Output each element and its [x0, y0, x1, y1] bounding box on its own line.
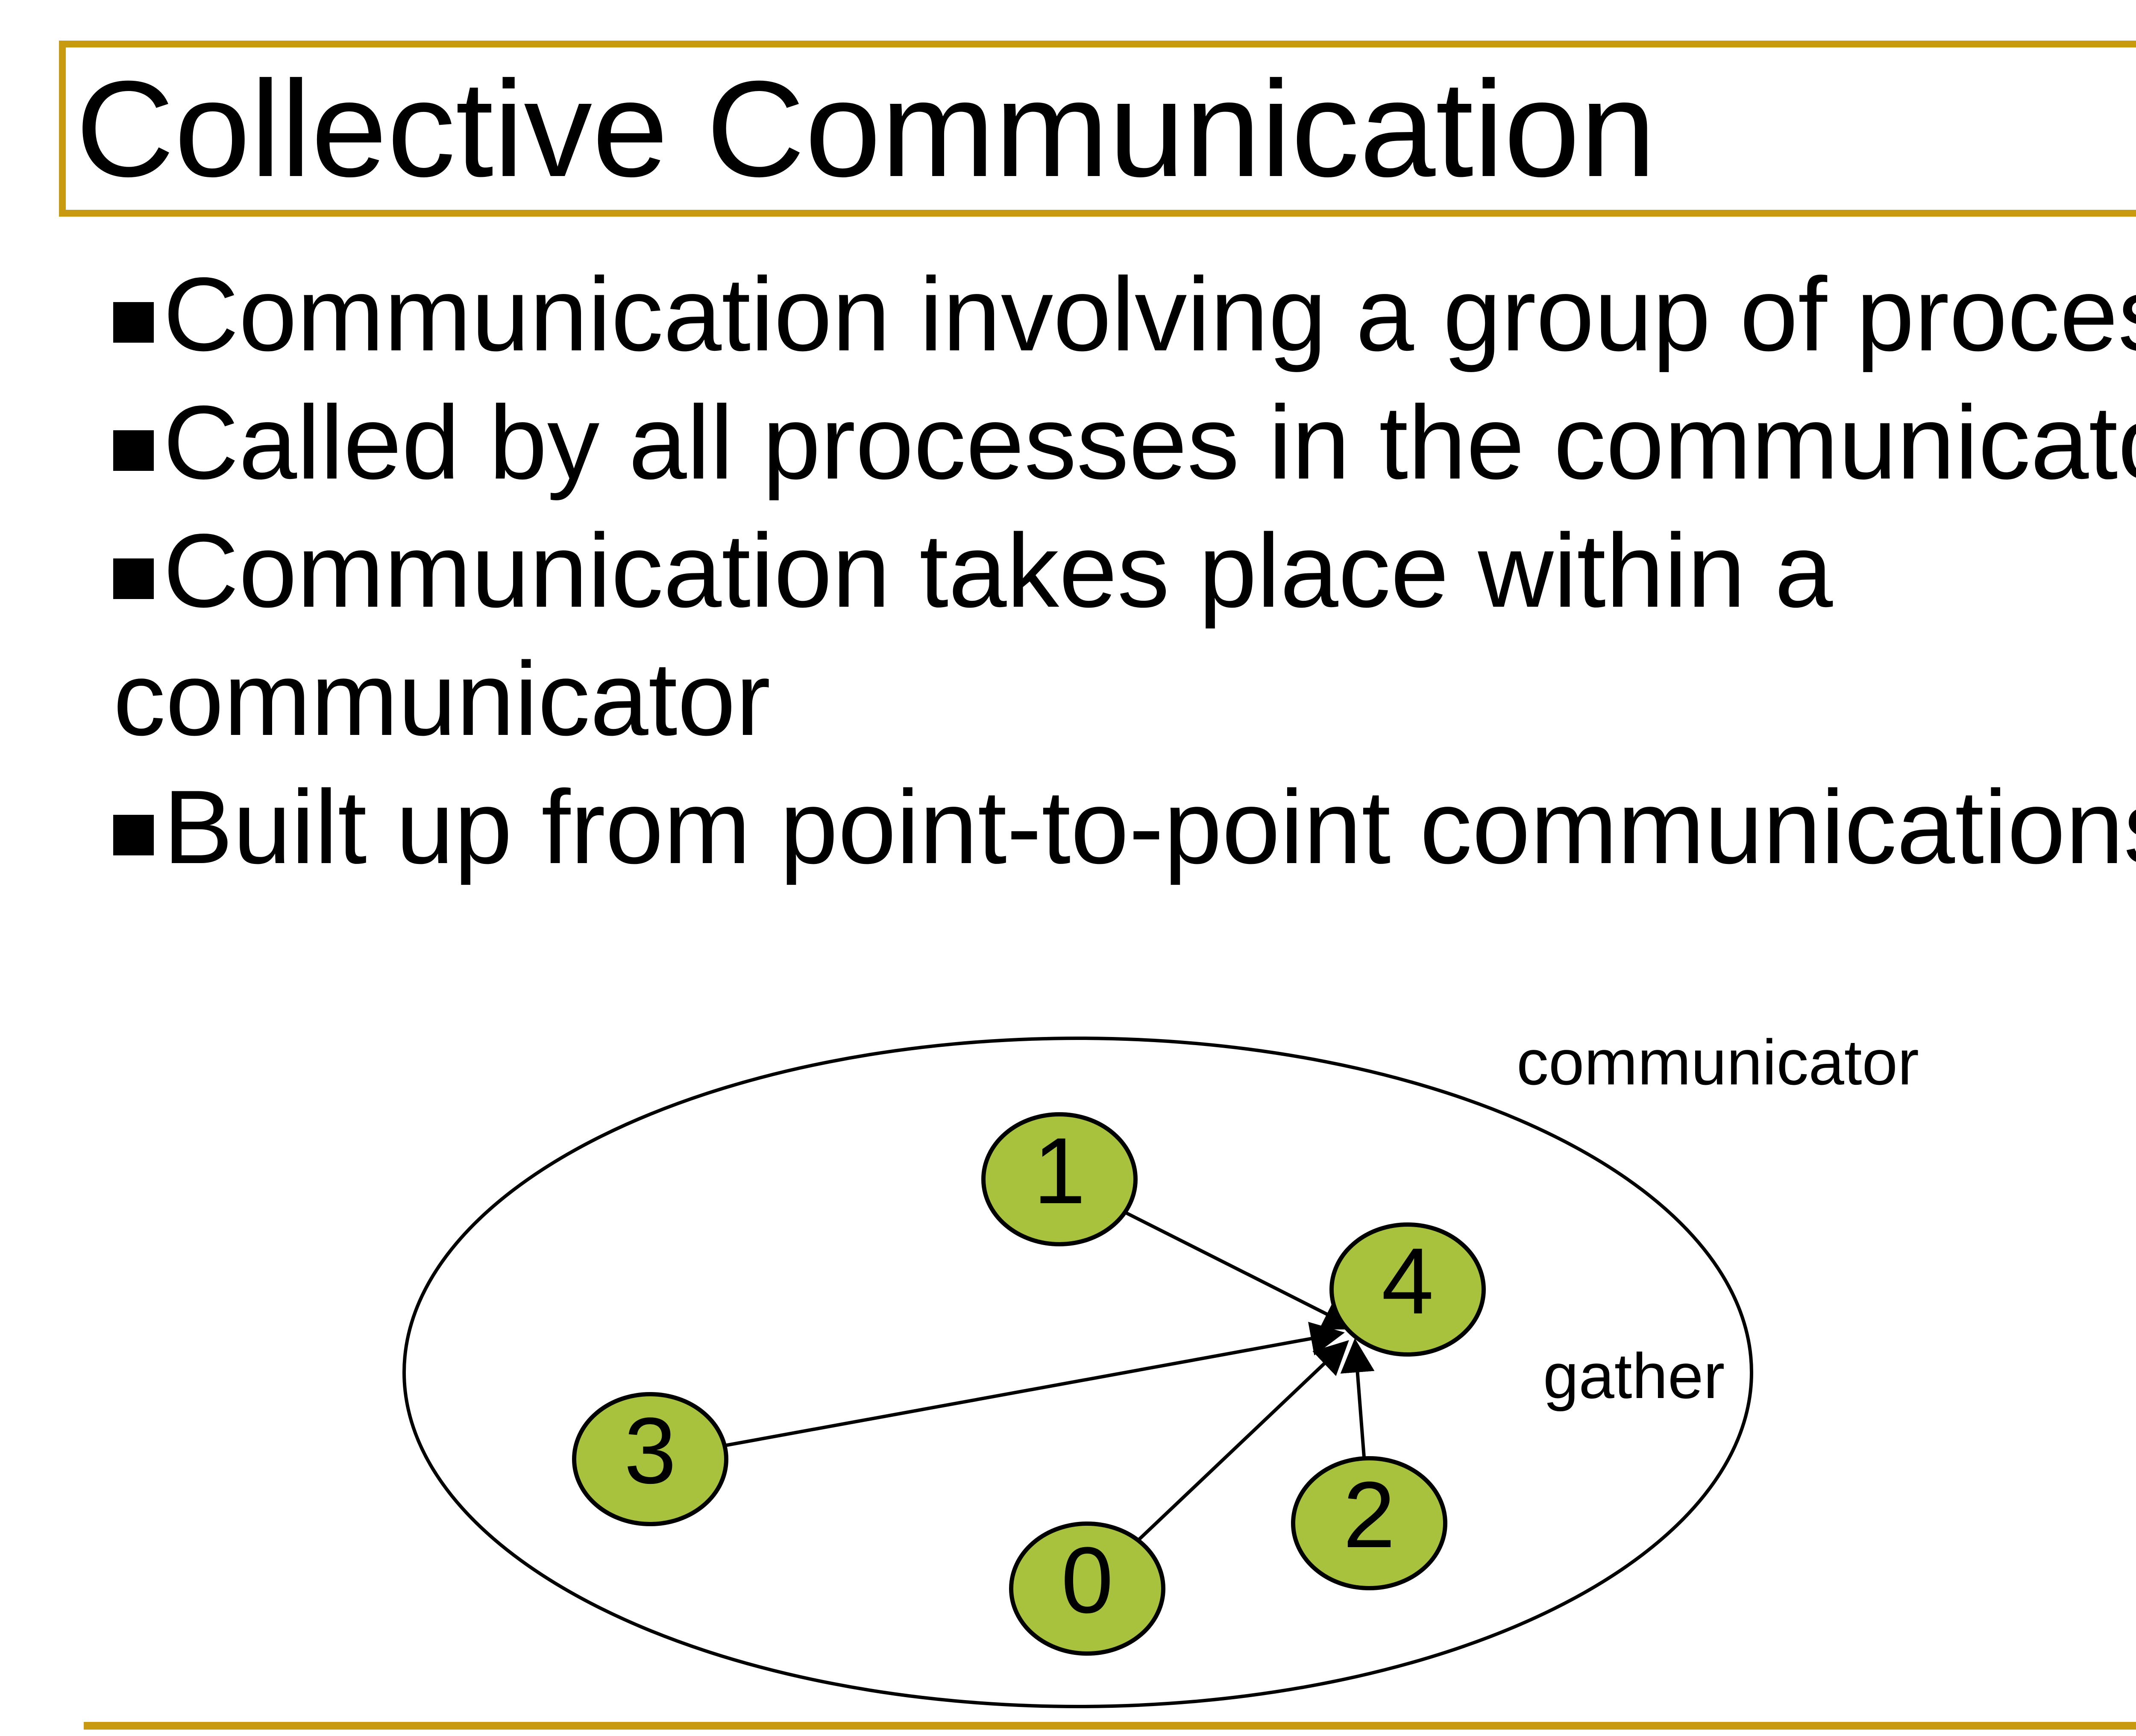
title-box: Collective Communication: [59, 41, 2136, 217]
square-bullet-icon: [113, 302, 154, 343]
node-1-label: 1: [1033, 1118, 1086, 1223]
bullet-list: Communication involving a group of proce…: [113, 250, 2136, 891]
node-0-circle: [1009, 1522, 1165, 1656]
bullet-item: Built up from point-to-point communicati…: [113, 763, 2136, 891]
bullet-item: Communication involving a group of proce…: [113, 250, 2136, 378]
node-2-circle: [1291, 1456, 1447, 1590]
node-1: 1: [981, 1112, 1138, 1246]
bullet-text: Communication takes place within a commu…: [113, 512, 1833, 757]
node-4: 4: [1329, 1222, 1486, 1357]
bullet-text: Built up from point-to-point communicati…: [163, 768, 2136, 885]
bullet-item: Communication takes place within a commu…: [113, 506, 2136, 763]
node-0: 0: [1009, 1522, 1165, 1656]
node-0-label: 0: [1061, 1527, 1113, 1633]
node-3-label: 3: [624, 1398, 676, 1503]
page-title: Collective Communication: [76, 52, 1656, 205]
bullet-item: Called by all processes in the communica…: [113, 378, 2136, 506]
communicator-label: communicator: [1517, 1026, 1919, 1098]
node-3-circle: [572, 1392, 728, 1526]
square-bullet-icon: [113, 430, 154, 471]
node-4-circle: [1329, 1222, 1486, 1357]
square-bullet-icon: [113, 558, 154, 599]
node-4-label: 4: [1382, 1228, 1434, 1334]
edge-3-to-4: [650, 1322, 1345, 1461]
node-3: 3: [572, 1392, 728, 1526]
node-2-label: 2: [1343, 1462, 1395, 1567]
bottom-accent-line: [84, 1722, 2136, 1730]
node-1-circle: [981, 1112, 1138, 1246]
bullet-text: Called by all processes in the communica…: [163, 384, 2136, 501]
node-2: 2: [1291, 1456, 1447, 1590]
communicator-ellipse: [402, 1037, 1753, 1708]
gather-label: gather: [1543, 1340, 1725, 1412]
square-bullet-icon: [113, 815, 154, 855]
bullet-text: Communication involving a group of proce…: [163, 256, 2136, 373]
